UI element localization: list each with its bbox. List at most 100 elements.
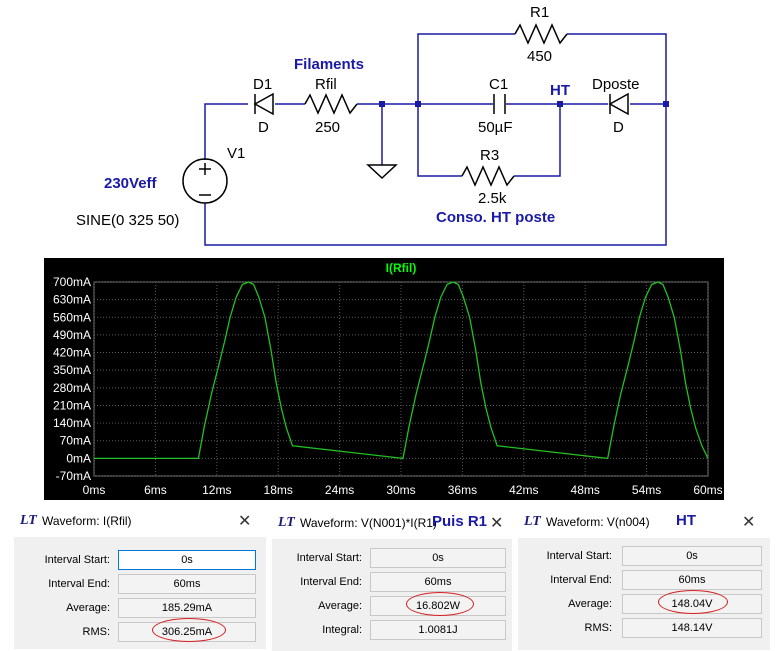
ground-symbol bbox=[366, 164, 398, 180]
integral-label: Integral: bbox=[322, 624, 362, 636]
filaments-label: Filaments bbox=[294, 56, 364, 73]
ltspice-logo-icon: LT bbox=[20, 513, 37, 528]
y-tick-labels: 700mA 630mA 560mA 490mA 420mA 350mA 280mA 210mA… bbox=[53, 275, 91, 483]
dialog-titlebar[interactable]: LT Waveform: V(n004) ✕ bbox=[518, 506, 770, 538]
interval-end-label: Interval End: bbox=[550, 574, 612, 586]
wire-r1-left bbox=[417, 33, 515, 104]
x-tick-label: 18ms bbox=[264, 483, 293, 497]
r3-name-label: R3 bbox=[480, 147, 499, 164]
node-dot bbox=[557, 101, 563, 107]
ltspice-logo-icon: LT bbox=[278, 515, 295, 530]
interval-start-field[interactable]: 0s bbox=[118, 550, 256, 570]
wire-source-top bbox=[204, 103, 248, 160]
interval-end-field[interactable]: 60ms bbox=[370, 572, 506, 592]
c1-capacitor bbox=[493, 94, 506, 114]
y-tick-label: 700mA bbox=[53, 275, 91, 289]
plot-frame bbox=[93, 281, 709, 477]
v1-source-spec: SINE(0 325 50) bbox=[76, 212, 179, 229]
waveform-plot-pane[interactable]: 700mA 630mA 560mA 490mA 420mA 350mA 280mA 210mA… bbox=[44, 258, 724, 500]
close-icon[interactable]: ✕ bbox=[490, 515, 504, 532]
dialog-titlebar[interactable]: LT Waveform: V(N001)*I(R1) ✕ bbox=[272, 507, 512, 539]
close-icon[interactable]: ✕ bbox=[742, 514, 756, 531]
rms-label: RMS: bbox=[82, 626, 111, 638]
x-tick-label: 36ms bbox=[448, 483, 477, 497]
c1-name-label: C1 bbox=[489, 76, 508, 93]
interval-end-label: Interval End: bbox=[48, 578, 110, 590]
node-dot bbox=[663, 101, 669, 107]
y-tick-label: -70mA bbox=[56, 469, 91, 483]
dposte-name-label: Dposte bbox=[592, 76, 640, 93]
waveform-plot[interactable]: 700mA 630mA 560mA 490mA 420mA 350mA 280mA 210mA… bbox=[44, 258, 724, 500]
average-label: Average: bbox=[568, 598, 612, 610]
x-tick-label: 30ms bbox=[386, 483, 415, 497]
y-tick-label: 70mA bbox=[60, 434, 91, 448]
y-tick-label: 560mA bbox=[53, 310, 91, 324]
y-tick-label: 420mA bbox=[53, 346, 91, 360]
r1-resistor bbox=[514, 23, 568, 45]
y-tick-label: 210mA bbox=[53, 398, 91, 412]
trace-layer bbox=[94, 281, 709, 460]
x-tick-label: 60ms bbox=[693, 483, 722, 497]
interval-start-field[interactable]: 0s bbox=[622, 546, 762, 566]
dialog-title: Waveform: V(n004) bbox=[546, 515, 650, 529]
wire-source-bottom bbox=[204, 104, 667, 246]
puis-r1-annotation: Puis R1 bbox=[432, 513, 488, 530]
trace-irfil[interactable] bbox=[94, 281, 709, 460]
x-tick-labels: 0ms 6ms 12ms 18ms 24ms 30ms 36ms 42ms 48ms 54ms 60… bbox=[83, 483, 723, 497]
x-tick-label: 6ms bbox=[144, 483, 167, 497]
plot-grid bbox=[93, 281, 709, 477]
y-tick-label: 630mA bbox=[53, 293, 91, 307]
y-tick-label: 350mA bbox=[53, 363, 91, 377]
x-tick-label: 24ms bbox=[325, 483, 354, 497]
interval-end-label: Interval End: bbox=[300, 576, 362, 588]
wire-r3-right bbox=[514, 104, 561, 177]
y-tick-label: 280mA bbox=[53, 381, 91, 395]
x-tick-label: 12ms bbox=[202, 483, 231, 497]
waveform-dialog-power-r1: LT Waveform: V(N001)*I(R1) ✕ Puis R1 Int… bbox=[272, 507, 512, 651]
v1-name-label: V1 bbox=[227, 145, 245, 162]
interval-end-field[interactable]: 60ms bbox=[118, 574, 256, 594]
node-dot bbox=[379, 101, 385, 107]
trace-title[interactable]: I(Rfil) bbox=[386, 261, 417, 275]
d1-diode bbox=[253, 92, 274, 116]
d1-name-label: D1 bbox=[253, 76, 272, 93]
highlight-ellipse bbox=[152, 618, 226, 642]
dialog-title: Waveform: V(N001)*I(R1) bbox=[300, 516, 437, 530]
highlight-ellipse bbox=[406, 592, 474, 616]
average-label: Average: bbox=[318, 600, 362, 612]
r3-resistor bbox=[461, 165, 515, 187]
interval-start-label: Interval Start: bbox=[44, 554, 110, 566]
rfil-name-label: Rfil bbox=[315, 76, 337, 93]
r1-value-label: 450 bbox=[527, 48, 552, 65]
integral-value: 1.0081J bbox=[370, 620, 506, 640]
close-icon[interactable]: ✕ bbox=[238, 513, 252, 530]
rfil-resistor bbox=[304, 93, 358, 115]
interval-start-label: Interval Start: bbox=[546, 550, 612, 562]
dialog-title: Waveform: I(Rfil) bbox=[42, 514, 132, 528]
dposte-model-label: D bbox=[613, 119, 624, 136]
x-tick-label: 42ms bbox=[509, 483, 538, 497]
interval-start-field[interactable]: 0s bbox=[370, 548, 506, 568]
dialog-titlebar[interactable]: LT Waveform: I(Rfil) ✕ bbox=[14, 505, 266, 537]
v1-source-circle bbox=[182, 158, 228, 204]
x-tick-label: 0ms bbox=[83, 483, 106, 497]
r3-value-label: 2.5k bbox=[478, 190, 507, 207]
wire-r3-left bbox=[417, 104, 462, 177]
x-tick-label: 54ms bbox=[632, 483, 661, 497]
v1-amplitude-label: 230Veff bbox=[104, 175, 158, 192]
interval-end-field[interactable]: 60ms bbox=[622, 570, 762, 590]
x-tick-label: 48ms bbox=[571, 483, 600, 497]
y-tick-label: 140mA bbox=[53, 416, 91, 430]
y-tick-label: 490mA bbox=[53, 328, 91, 342]
c1-value-label: 50µF bbox=[478, 119, 513, 136]
waveform-dialog-irfil: LT Waveform: I(Rfil) ✕ Interval Start: 0… bbox=[14, 505, 266, 649]
wire-r1-right bbox=[567, 33, 667, 104]
node-dot bbox=[415, 101, 421, 107]
conso-ht-label: Conso. HT poste bbox=[436, 209, 555, 226]
highlight-ellipse bbox=[658, 590, 728, 614]
ht-annotation: HT bbox=[676, 512, 696, 529]
rms-value: 148.14V bbox=[622, 618, 762, 638]
ltspice-logo-icon: LT bbox=[524, 514, 541, 529]
circuit-schematic: R1 450 Filaments D1 Rfil D 250 C1 50µF H… bbox=[76, 4, 669, 246]
y-tick-label: 0mA bbox=[66, 451, 91, 465]
